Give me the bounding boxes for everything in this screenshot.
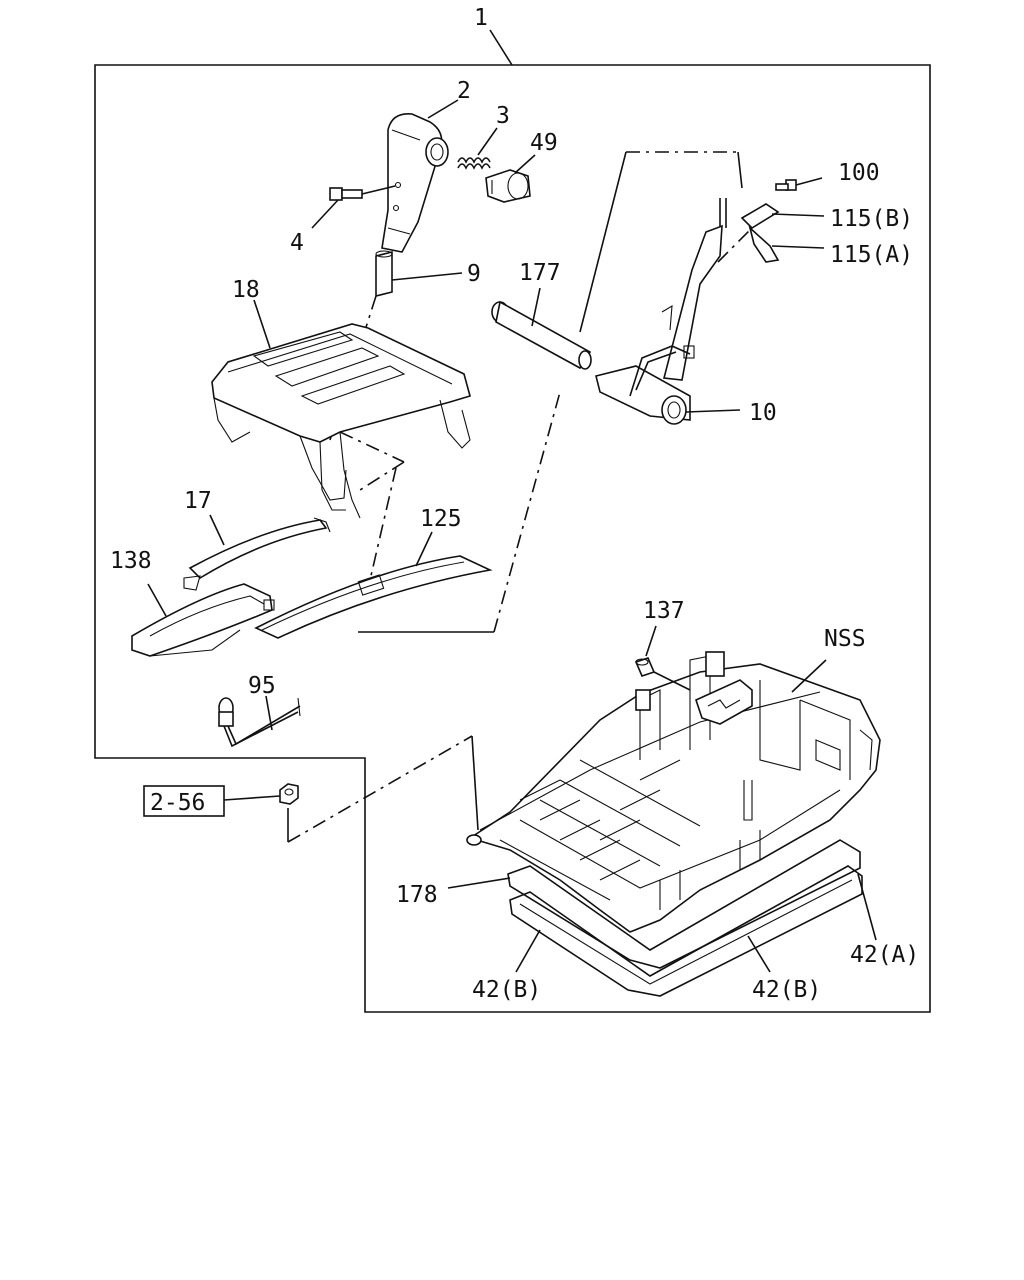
- shift-lever: [595, 198, 727, 425]
- plate-115a: [748, 225, 780, 263]
- label-178: 178: [396, 882, 438, 908]
- label-17: 17: [184, 488, 212, 514]
- label-1: 1: [474, 5, 488, 31]
- label-115b: 115(B): [830, 206, 913, 232]
- label-177: 177: [519, 260, 561, 286]
- label-138: 138: [110, 548, 152, 574]
- pivot-pin: [491, 300, 592, 370]
- label-10: 10: [749, 400, 777, 426]
- gasket-178: [507, 839, 861, 969]
- nut: [279, 783, 299, 805]
- label-115a: 115(A): [830, 242, 913, 268]
- plate-115b: [740, 203, 780, 230]
- label-125: 125: [420, 506, 462, 532]
- label-42b-right: 42(B): [752, 977, 821, 1003]
- slide-cover: [131, 583, 275, 657]
- label-2: 2: [457, 78, 471, 104]
- screw-4: [329, 185, 396, 201]
- label-nss: NSS: [824, 626, 866, 652]
- label-137: 137: [643, 598, 685, 624]
- indicator-plate: [254, 555, 493, 639]
- base-assembly: [466, 651, 881, 933]
- label-95: 95: [248, 673, 276, 699]
- bulb-socket: [218, 697, 301, 748]
- label-42b-left: 42(B): [472, 977, 541, 1003]
- shift-knob: [381, 113, 449, 253]
- label-9: 9: [467, 261, 481, 287]
- label-49: 49: [530, 130, 558, 156]
- console-cover: [211, 323, 471, 519]
- label-18: 18: [232, 277, 260, 303]
- clip-137: [634, 657, 656, 677]
- assembly-outline: [94, 64, 931, 1013]
- label-4: 4: [290, 230, 304, 256]
- reference-box: [143, 785, 225, 817]
- slide-plate: [183, 517, 331, 591]
- label-100: 100: [838, 160, 880, 186]
- knob-button: [485, 169, 531, 203]
- spring: [457, 157, 491, 170]
- label-2-56: 2-56: [150, 790, 205, 816]
- boot-42: [509, 865, 863, 997]
- label-42a: 42(A): [850, 942, 919, 968]
- screw-100: [775, 179, 797, 191]
- label-3: 3: [496, 103, 510, 129]
- knob-sleeve: [375, 250, 393, 298]
